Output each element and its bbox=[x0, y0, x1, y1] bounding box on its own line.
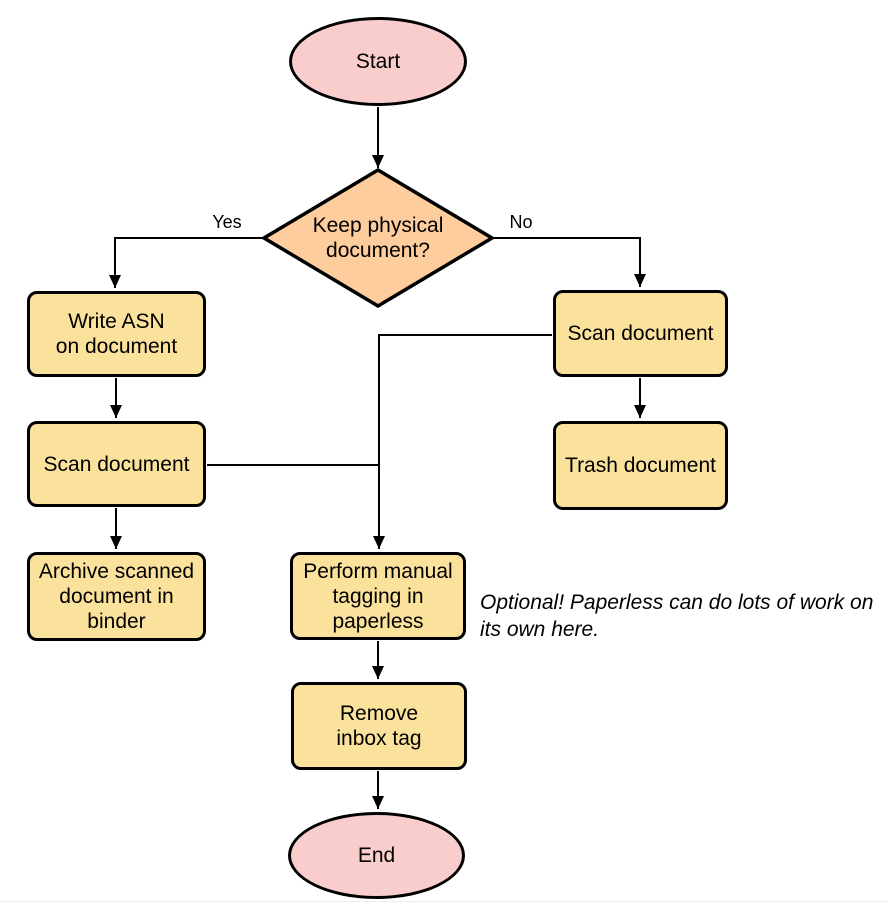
trash-document-node: Trash document bbox=[553, 421, 728, 510]
edge-decision-no-to-scan-right bbox=[492, 237, 646, 287]
start-node: Start bbox=[289, 17, 467, 106]
archive-node: Archive scanned document in binder bbox=[27, 552, 206, 641]
edge-scan-right-to-tagging bbox=[373, 334, 552, 549]
decision-diamond-shape bbox=[262, 168, 494, 308]
end-node: End bbox=[288, 812, 465, 899]
manual-tagging-node: Perform manual tagging in paperless bbox=[290, 552, 466, 640]
edge-label-yes: Yes bbox=[212, 212, 242, 232]
page-bottom-border bbox=[0, 901, 888, 902]
edge-decision-yes-to-write-asn bbox=[109, 237, 264, 288]
remove-inbox-tag-node: Remove inbox tag bbox=[291, 682, 467, 770]
scan-document-right-node: Scan document bbox=[553, 290, 728, 377]
decision-node: Keep physical document? bbox=[262, 168, 494, 308]
scan-document-left-node: Scan document bbox=[27, 421, 206, 507]
decision-label: Keep physical document? bbox=[312, 214, 444, 262]
optional-note: Optional! Paperless can do lots of work … bbox=[480, 591, 874, 641]
edge-label-no: No bbox=[509, 212, 533, 232]
write-asn-node: Write ASN on document bbox=[27, 291, 206, 377]
